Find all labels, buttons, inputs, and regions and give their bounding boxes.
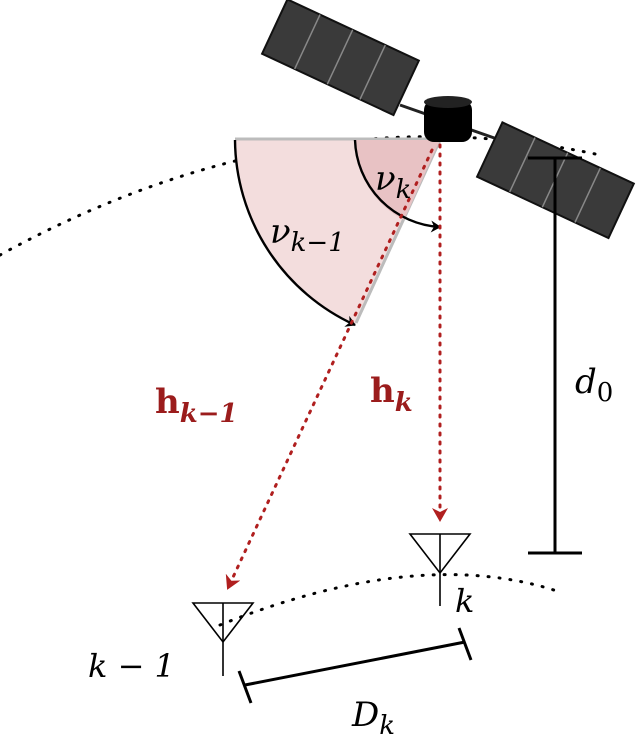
- label-h-k: hk: [370, 371, 413, 418]
- antenna-icon: [191, 602, 255, 676]
- label-user-k: k: [455, 582, 474, 620]
- label-nu-km1: νk−1: [270, 212, 345, 258]
- sector-nu-k: [355, 140, 440, 220]
- ground-arc: [218, 573, 562, 627]
- distance-bar: [237, 627, 473, 704]
- label-user-km1: k − 1: [88, 647, 175, 685]
- altitude-bar: [528, 156, 582, 555]
- arc-nu-k: [353, 139, 441, 233]
- label-nu-k: νk: [375, 159, 411, 205]
- arc-nu-km1: [233, 139, 356, 327]
- channel-h-km1: [225, 148, 434, 590]
- label-d0: d0: [575, 362, 613, 408]
- label-Dk: Dk: [351, 695, 395, 738]
- label-h-km1: hk−1: [155, 382, 238, 429]
- antenna-icon: [408, 533, 472, 606]
